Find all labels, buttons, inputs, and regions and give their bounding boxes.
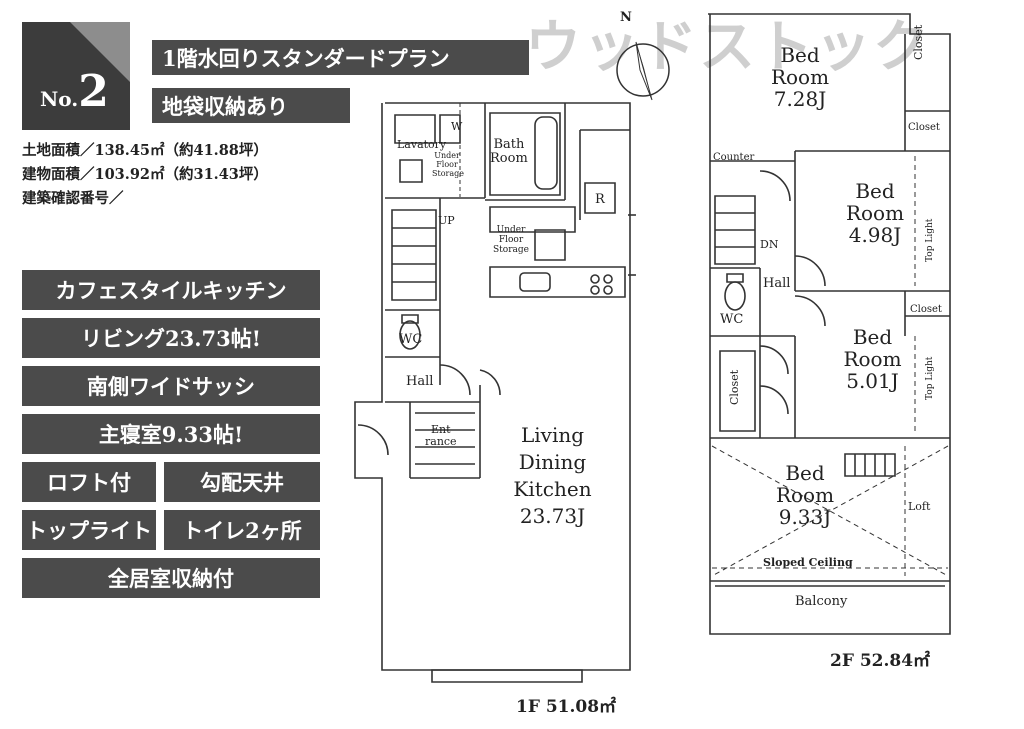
- f2-bed1-line1: Bed: [780, 43, 820, 67]
- f1-area-label: 1F 51.08㎡: [516, 697, 617, 717]
- f1-ldk-line2: Dining: [518, 450, 587, 474]
- f1-under-storage-b: Under Floor Storage: [490, 225, 532, 256]
- f2-bed2-line2: Room: [845, 201, 905, 225]
- f1-under-storage-a-3: Storage: [432, 168, 464, 178]
- f1-ldk-line4: 23.73J: [519, 504, 586, 528]
- f1-wc-label: WC: [399, 332, 423, 347]
- feature-wide-sash: 南側ワイドサッシ: [22, 366, 320, 406]
- compass-north-label: N: [620, 10, 632, 25]
- f1-bath-line2: Room: [490, 151, 528, 167]
- f2-top-light-a-label: Top Light: [925, 218, 935, 262]
- f1-r-label: R: [595, 192, 605, 207]
- f1-bath-line1: Bath: [493, 137, 525, 152]
- f1-under-storage-a-1: Under: [434, 151, 460, 160]
- f2-bed2-line1: Bed: [855, 179, 895, 203]
- f2-bed3-line1: Bed: [852, 325, 893, 349]
- f2-bed2-line3: 4.98J: [848, 223, 902, 247]
- f2-top-light-b-label: Top Light: [925, 356, 935, 400]
- f2-bed1-label: Bed Room 7.28J: [760, 44, 840, 110]
- f1-bath-label: Bath Room: [490, 137, 528, 167]
- feature-storage-all-rooms: 全居室収納付: [22, 558, 320, 598]
- f2-bed2-label: Bed Room 4.98J: [835, 180, 915, 246]
- badge-corner-decoration: [70, 22, 130, 82]
- f2-bed4-line1: Bed: [785, 461, 825, 485]
- feature-living-size: リビング23.73帖!: [22, 318, 320, 358]
- feature-top-light: トップライト: [22, 510, 156, 550]
- f2-closet-b-label: Closet: [908, 122, 940, 133]
- f2-bed3-label: Bed Room 5.01J: [830, 326, 915, 392]
- f2-bed1-line3: 7.28J: [773, 87, 827, 111]
- f2-bed3-line2: Room: [843, 347, 902, 371]
- f1-entrance-line2: rance: [425, 435, 457, 449]
- f1-up-label: UP: [438, 214, 455, 227]
- f2-bed4-line3: 9.33J: [778, 505, 832, 529]
- spec-building-area: 建物面積／103.92㎡（約31.43坪）: [22, 166, 268, 183]
- spec-land-area: 土地面積／138.45㎡（約41.88坪）: [22, 142, 268, 159]
- f1-ldk-line3: Kitchen: [513, 477, 592, 501]
- watermark-text: ウッドストック: [525, 15, 931, 80]
- f2-area-label: 2F 52.84㎡: [830, 651, 931, 671]
- f2-sloped-label: Sloped Ceiling: [763, 556, 853, 569]
- compass: N: [608, 8, 678, 103]
- f1-under-storage-a: Under Floor Storage: [432, 151, 464, 178]
- f2-bed3-line3: 5.01J: [846, 369, 899, 393]
- f1-lavatory-label: Lavatory: [397, 138, 447, 151]
- f1-hall-label: Hall: [406, 374, 434, 389]
- badge-label: No.2: [40, 66, 109, 117]
- f1-under-storage-b-2: Floor: [498, 234, 524, 245]
- f2-wc-label: WC: [720, 312, 744, 327]
- compass-icon: [616, 41, 670, 101]
- f1-w-label: W: [451, 120, 463, 133]
- f2-closet-d-label: Closet: [910, 304, 942, 315]
- headline-plan: 1階水回りスタンダードプラン: [152, 40, 529, 75]
- headline-storage: 地袋収納あり: [152, 88, 350, 123]
- f2-counter-label: Counter: [713, 152, 755, 163]
- plan-number-badge: No.2: [22, 22, 130, 130]
- f1-entrance-label: Ent rance: [425, 423, 457, 449]
- badge-number: 2: [78, 66, 109, 117]
- f1-entrance-line1: Ent: [431, 423, 451, 436]
- f2-loft-label: Loft: [908, 500, 931, 513]
- f1-ldk-label: Living Dining Kitchen 23.73J: [490, 422, 615, 530]
- feature-loft: ロフト付: [22, 462, 156, 502]
- feature-cafe-kitchen: カフェスタイルキッチン: [22, 270, 320, 310]
- floor2-plan: [700, 6, 960, 636]
- f2-closet-a-label: Closet: [912, 24, 925, 60]
- f2-balcony-label: Balcony: [795, 594, 848, 609]
- feature-two-toilets: トイレ2ヶ所: [164, 510, 320, 550]
- f2-hall-label: Hall: [763, 276, 791, 291]
- feature-master-bedroom: 主寝室9.33帖!: [22, 414, 320, 454]
- f2-bed1-line2: Room: [770, 65, 830, 89]
- f1-under-storage-b-3: Storage: [493, 244, 529, 255]
- f2-dn-label: DN: [760, 238, 779, 251]
- f1-under-storage-a-2: Floor: [436, 159, 458, 169]
- floor1-plan: [340, 95, 650, 695]
- f2-bed4-label: Bed Room 9.33J: [760, 462, 850, 528]
- feature-sloped-ceiling: 勾配天井: [164, 462, 320, 502]
- spec-permit-number: 建築確認番号／: [22, 190, 124, 207]
- f2-closet-c-label: Closet: [728, 369, 741, 405]
- f1-under-storage-b-1: Under: [496, 225, 526, 235]
- f1-ldk-line1: Living: [520, 423, 585, 447]
- badge-prefix: No.: [40, 87, 79, 111]
- f2-bed4-line2: Room: [775, 483, 835, 507]
